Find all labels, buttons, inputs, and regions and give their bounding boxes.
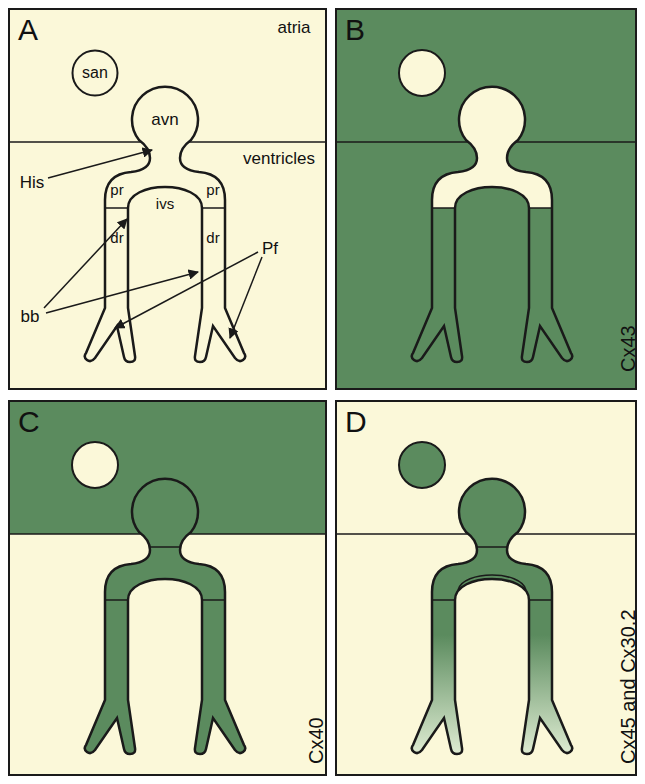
part-label: pr xyxy=(110,182,123,197)
expression-region xyxy=(335,208,637,390)
pr-dr-boundary xyxy=(202,207,225,209)
panel-b-art xyxy=(335,8,637,390)
bundle-inner-edge xyxy=(458,575,526,590)
figure-panel: D Cx45 and Cx30.2 xyxy=(335,400,637,776)
node-label: san xyxy=(82,65,108,81)
conduction-system xyxy=(85,87,246,362)
pr-dr-boundary xyxy=(529,599,552,601)
part-label: Pf xyxy=(262,240,278,257)
panel-background xyxy=(8,8,327,390)
part-label: avn xyxy=(151,111,178,128)
sinoatrial-node xyxy=(72,442,118,488)
leader-arrow xyxy=(48,150,152,178)
leader-arrow xyxy=(230,257,262,338)
pr-dr-boundary xyxy=(432,207,455,209)
connexin-label: Cx43 xyxy=(616,325,640,372)
part-label: His xyxy=(20,174,45,191)
panel-c-art xyxy=(8,400,327,776)
figure-panel: B Cx43 xyxy=(335,8,637,390)
conduction-system xyxy=(85,479,246,754)
part-label: dr xyxy=(110,230,123,245)
sinoatrial-node xyxy=(399,442,445,488)
leader-arrow xyxy=(115,252,258,328)
avn-his-boundary xyxy=(477,546,507,548)
part-label: bb xyxy=(21,308,40,325)
part-label: dr xyxy=(206,230,219,245)
panel-background xyxy=(335,8,637,390)
panel-background xyxy=(8,400,327,776)
circle-shape xyxy=(73,51,118,96)
pr-dr-boundary xyxy=(105,599,128,601)
connexin-label: Cx40 xyxy=(304,717,328,764)
part-label: ivs xyxy=(156,196,174,211)
pr-dr-boundary xyxy=(432,599,455,601)
leader-arrow xyxy=(46,272,198,313)
connexin-label: Cx45 and Cx30.2 xyxy=(616,609,640,764)
region-label: atria xyxy=(277,19,310,36)
figure-panel: C Cx40 xyxy=(8,400,327,776)
region-label: ventricles xyxy=(243,150,315,167)
sinoatrial-node: san xyxy=(71,49,119,97)
conduction-system xyxy=(412,87,573,362)
avn-his-boundary xyxy=(150,546,180,548)
part-label: pr xyxy=(206,182,219,197)
panel-letter: C xyxy=(18,405,40,438)
pr-dr-boundary xyxy=(202,599,225,601)
panel-letter: B xyxy=(345,13,365,46)
sinoatrial-node xyxy=(399,50,445,96)
panel-letter: A xyxy=(18,13,38,46)
pr-dr-boundary xyxy=(529,207,552,209)
pr-dr-boundary xyxy=(105,207,128,209)
panel-a-art xyxy=(8,8,327,390)
panel-background xyxy=(335,400,637,776)
panel-letter: D xyxy=(345,405,367,438)
conduction-system xyxy=(412,479,573,754)
panel-d-art xyxy=(335,400,637,776)
